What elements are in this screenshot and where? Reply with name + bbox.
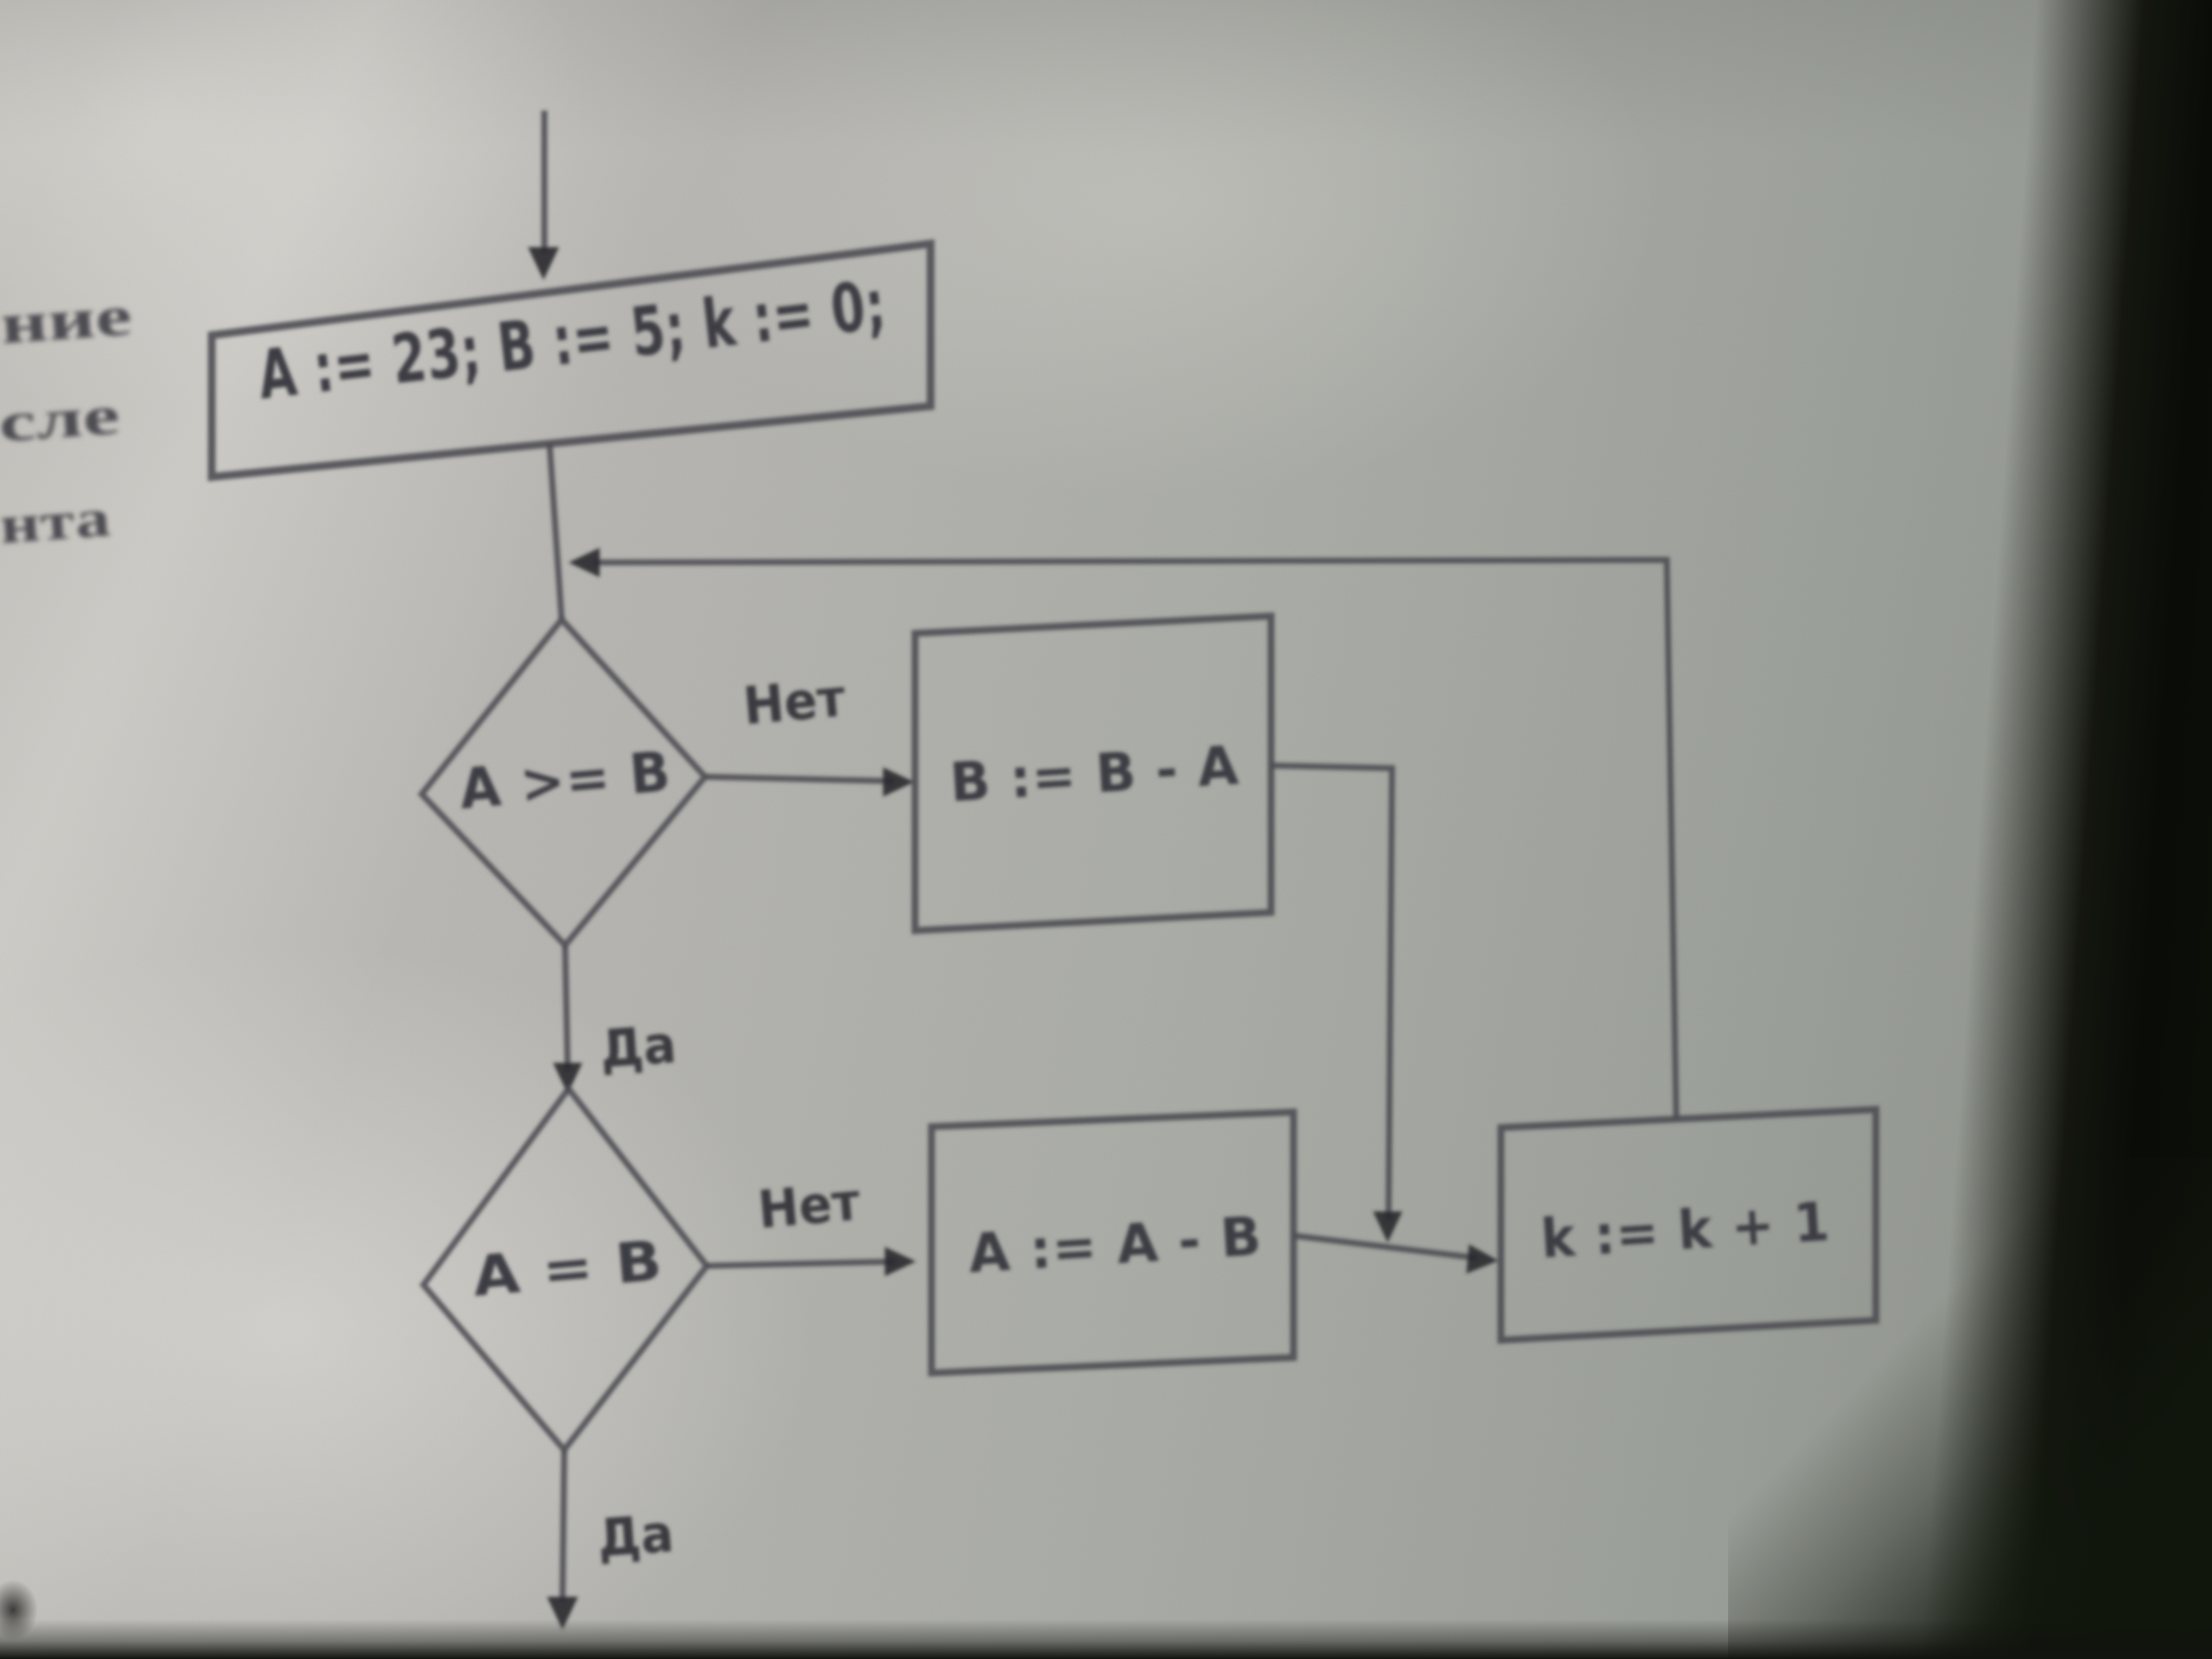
b-out-line (1270, 762, 1395, 1221)
k-increment-label: k := k + 1 (1539, 1190, 1832, 1270)
margin-fragment-3: нта (0, 489, 112, 556)
init-to-decision1-line (546, 442, 565, 620)
yes1-label: Да (598, 1014, 678, 1080)
loop-return-line (594, 556, 1680, 1120)
b-out-arrowhead-icon (1373, 1211, 1402, 1243)
exit-line (559, 1449, 568, 1601)
decision2-label: A = B (470, 1230, 665, 1310)
no1-arrowhead-icon (883, 767, 914, 797)
no2-arrowhead-icon (885, 1247, 916, 1276)
no2-line (706, 1258, 896, 1269)
a-to-k-line (1293, 1232, 1478, 1262)
exit-arrowhead-icon (547, 1597, 578, 1630)
no2-label: Нет (755, 1172, 862, 1241)
margin-fragment-2: сле (0, 384, 122, 454)
loop-return-arrowhead-icon (569, 548, 600, 577)
a-update-label: A := A - B (967, 1205, 1264, 1286)
no1-label: Нет (741, 668, 848, 737)
decision1-label: A >= B (457, 741, 674, 823)
yes2-label: Да (595, 1503, 676, 1569)
margin-fragment-1: ние (0, 284, 134, 356)
start-arrowhead-icon (528, 247, 559, 280)
a-to-k-arrowhead-icon (1466, 1244, 1498, 1274)
b-update-label: B := B - A (948, 734, 1241, 814)
no1-line (704, 773, 894, 785)
decision1-to-decision2-line (562, 944, 571, 1071)
